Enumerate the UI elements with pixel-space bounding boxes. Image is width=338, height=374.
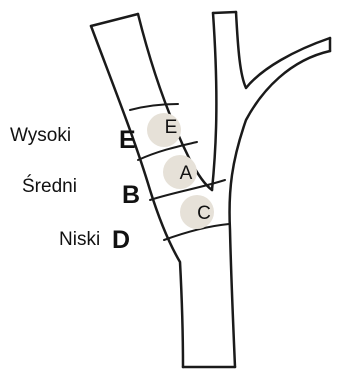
zone-label-upper: E	[165, 117, 178, 138]
zone-label-lower: C	[197, 203, 211, 224]
vessel-crotch	[212, 13, 216, 190]
vessel-right-branch-inner	[236, 12, 330, 88]
level-letter-mid: B	[122, 181, 140, 209]
band-line-top	[130, 104, 178, 110]
level-word-mid: Średni	[22, 175, 77, 197]
level-letter-low: D	[112, 226, 130, 254]
vessel-right-wall	[230, 51, 330, 367]
level-word-low: Niski	[59, 229, 100, 250]
zone-label-middle: A	[180, 163, 193, 184]
vessel-right-branch-top-cap	[213, 12, 236, 13]
level-word-high: Wysoki	[10, 125, 71, 146]
level-letter-high: E	[119, 126, 136, 154]
vessel-left-branch-cap	[91, 14, 138, 26]
